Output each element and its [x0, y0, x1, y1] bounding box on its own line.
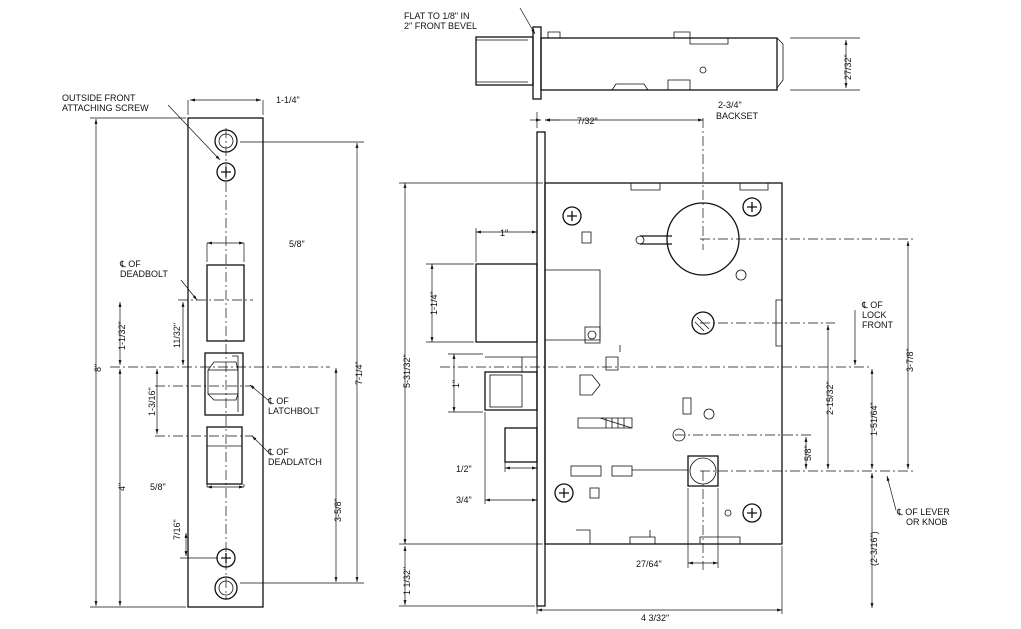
dim-1-51-64: 1-51/64"	[869, 402, 879, 436]
dim-4: 4"	[117, 483, 127, 491]
deadlatch-opening	[206, 426, 243, 485]
cl-deadlatch-label-2: DEADLATCH	[268, 457, 322, 467]
attaching-screw-top-icon	[216, 162, 236, 182]
latchbolt	[484, 371, 538, 411]
case-screw-br-icon	[742, 503, 762, 523]
flat-label-2: 2" FRONT BEVEL	[404, 21, 477, 31]
cl-lock-front-label-3: FRONT	[862, 320, 893, 330]
top-view	[475, 7, 860, 100]
dim-1-1-32-bottom: 1 1/32"	[402, 567, 412, 595]
dim-4-3-32: 4 3/32"	[641, 613, 669, 623]
top-bolt	[475, 36, 534, 86]
outside-front-label-2: ATTACHING SCREW	[62, 103, 149, 113]
latchbolt-opening	[204, 352, 244, 416]
top-front-plate	[532, 26, 542, 100]
dim-3-5-8: 3-5/8"	[333, 498, 343, 522]
outside-front-label-1: OUTSIDE FRONT	[62, 93, 136, 103]
backset-label-1: 2-3/4"	[718, 100, 742, 110]
dim-7-32: 7/32"	[577, 116, 598, 126]
dim-3-7-8: 3-7/8"	[905, 348, 915, 372]
dim-1-top: 1"	[500, 228, 508, 238]
cl-lever-label-2: OR KNOB	[906, 517, 948, 527]
dim-5-8-top: 5/8"	[289, 239, 305, 249]
dim-1-2: 1/2"	[456, 464, 472, 474]
deadbolt	[475, 263, 538, 343]
dim-2-3-16: (2-3/16")	[869, 531, 879, 566]
case-front-plate	[536, 131, 546, 607]
case-screw-tl-icon	[562, 206, 582, 226]
dim-7-16: 7/16"	[172, 519, 182, 540]
dim-5-8-side: 5/8"	[803, 445, 813, 461]
cl-lock-front-label-2: LOCK	[862, 310, 887, 320]
dim-1-3-16: 1-3/16"	[147, 387, 157, 416]
cl-latchbolt-label-1: ℄ OF	[267, 396, 289, 406]
deadlatch	[504, 427, 538, 463]
dim-3-4: 3/4"	[456, 495, 472, 505]
cl-deadbolt-label-2: DEADBOLT	[120, 269, 168, 279]
backset-label-2: BACKSET	[716, 111, 759, 121]
dim-2-15-32: 2-15/32"	[825, 381, 835, 415]
top-case	[540, 37, 778, 91]
dim-5-31-32: 5-31/32"	[402, 354, 412, 388]
cl-deadbolt-label-1: ℄ OF	[119, 259, 141, 269]
dim-8: 8"	[93, 364, 103, 372]
dim-1-1-4-side: 1-1/4"	[429, 291, 439, 315]
cl-latchbolt-label-2: LATCHBOLT	[268, 406, 320, 416]
faceplate-view	[90, 98, 364, 608]
flat-label-1: FLAT TO 1/8" IN	[404, 11, 470, 21]
dim-1-1-32: 1-1/32"	[117, 321, 127, 350]
case-screw-bl-icon	[554, 483, 574, 503]
cl-lock-front-label-1: ℄ OF	[861, 300, 883, 310]
dim-27-32: 27/32"	[843, 54, 853, 80]
faceplate-outline	[187, 117, 264, 608]
dim-1-1-4-top: 1-1/4"	[276, 95, 300, 105]
dim-1-mid: 1"	[451, 380, 461, 388]
cl-lever-label-1: ℄ OF LEVER	[896, 507, 950, 517]
dim-5-8-bottom: 5/8"	[150, 482, 166, 492]
dim-7-1-4: 7-1/4"	[354, 361, 364, 385]
case-view	[399, 112, 915, 614]
cl-deadlatch-label-1: ℄ OF	[267, 447, 289, 457]
dim-11-32: 11/32"	[172, 323, 182, 348]
dim-27-64: 27/64"	[636, 559, 662, 569]
case-body	[544, 182, 783, 545]
case-screw-tr-icon	[742, 197, 762, 217]
deadbolt-opening	[206, 264, 245, 342]
